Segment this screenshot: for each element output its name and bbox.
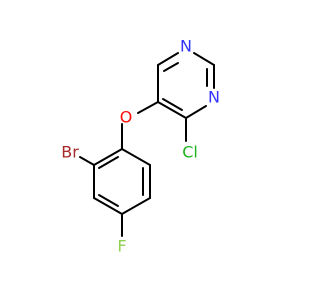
- atom-n3: N: [208, 88, 220, 107]
- bond-c1p-c2p-inner: [98, 156, 119, 169]
- atom-bromine: Br: [61, 143, 79, 162]
- bond-c4-c5: [157, 101, 187, 119]
- atom-n1: N: [180, 37, 192, 56]
- atom-oxygen: O: [120, 108, 133, 127]
- molecule-canvas: N N O Cl Br F: [61, 37, 220, 256]
- bond-c4p-c5p: [121, 197, 151, 215]
- bond-c4-c5-inner: [162, 98, 183, 111]
- bond-c6-n1: [157, 52, 179, 66]
- bond-c2p-br: [79, 156, 95, 166]
- molecule-structure: N N O Cl Br F: [61, 37, 220, 256]
- bond-c6p-c1p: [121, 148, 151, 166]
- atom-fluorine: F: [117, 237, 126, 256]
- bond-n3-c4: [185, 105, 207, 119]
- atom-chlorine: Cl: [182, 143, 198, 162]
- bond-c1p-c2p: [93, 148, 123, 166]
- bond-c5-o: [137, 101, 159, 114]
- bond-c6-n1-inner: [163, 62, 179, 72]
- bond-c3p-c4p-inner: [98, 194, 119, 207]
- bond-n1-c2: [193, 52, 215, 66]
- bond-c3p-c4p: [93, 197, 123, 215]
